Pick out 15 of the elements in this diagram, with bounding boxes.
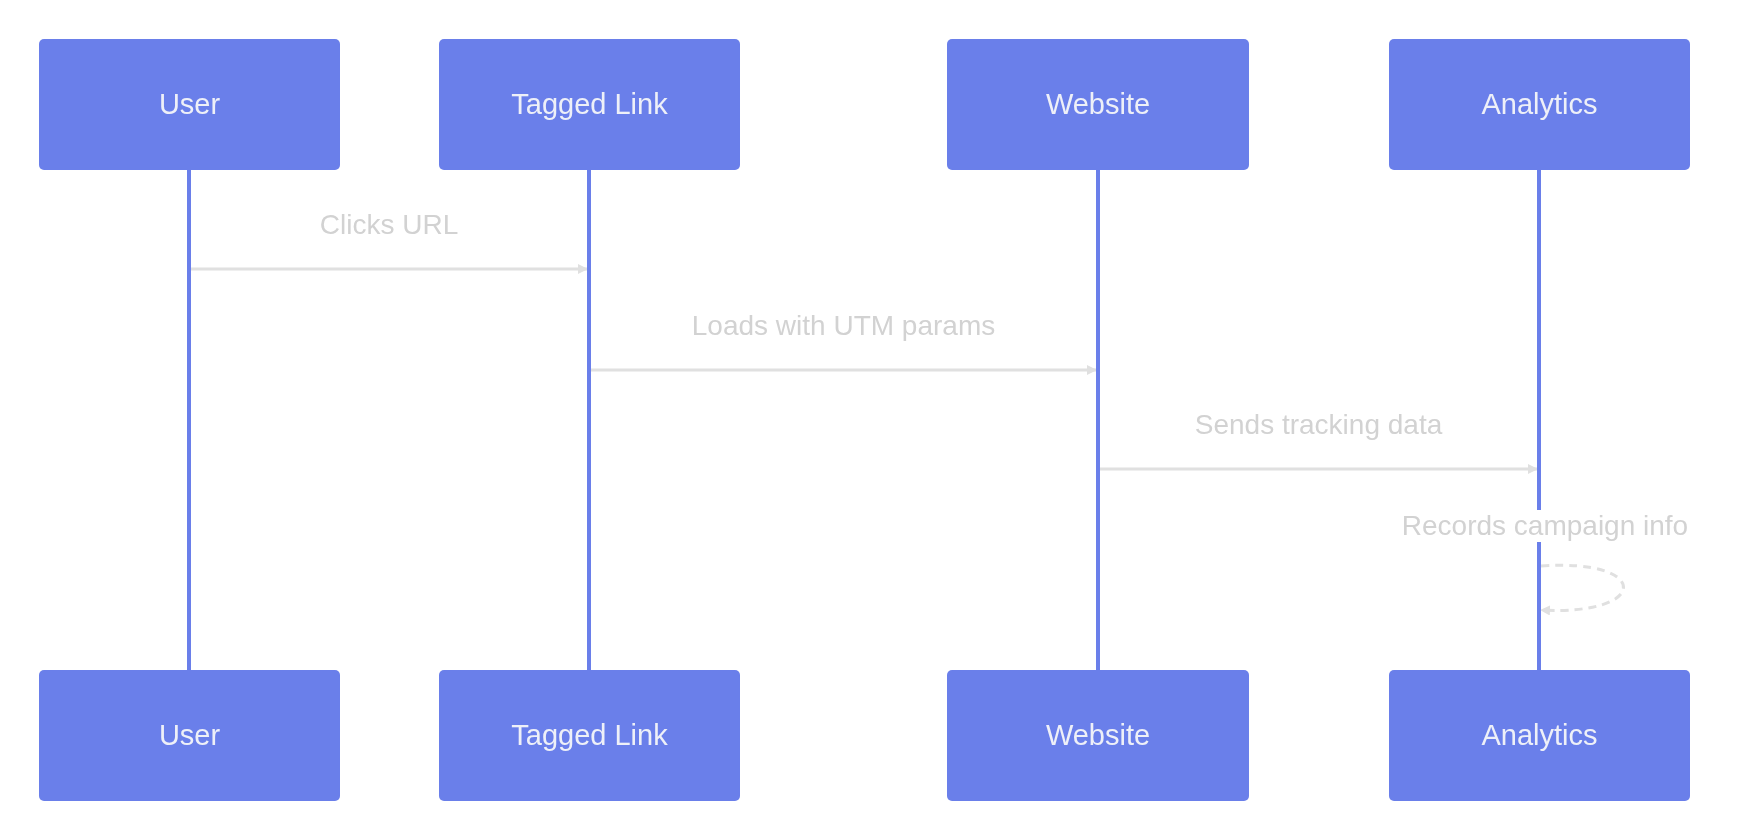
- participant-box: Analytics: [1389, 39, 1690, 170]
- participant-box: Tagged Link: [439, 39, 740, 170]
- participant-box: User: [39, 39, 340, 170]
- participant-box: Website: [947, 670, 1249, 801]
- lifeline-bar: [1096, 170, 1100, 670]
- message-arrow: [1100, 464, 1538, 474]
- lifeline-bar: [187, 170, 191, 670]
- message-arrow: [591, 365, 1097, 375]
- participant-box: User: [39, 670, 340, 801]
- message-arrow: [1540, 563, 1625, 616]
- participant-box: Tagged Link: [439, 670, 740, 801]
- lifeline-bar: [587, 170, 591, 670]
- participant-box: Website: [947, 39, 1249, 170]
- message-arrow: [191, 264, 588, 274]
- participant-box: Analytics: [1389, 670, 1690, 801]
